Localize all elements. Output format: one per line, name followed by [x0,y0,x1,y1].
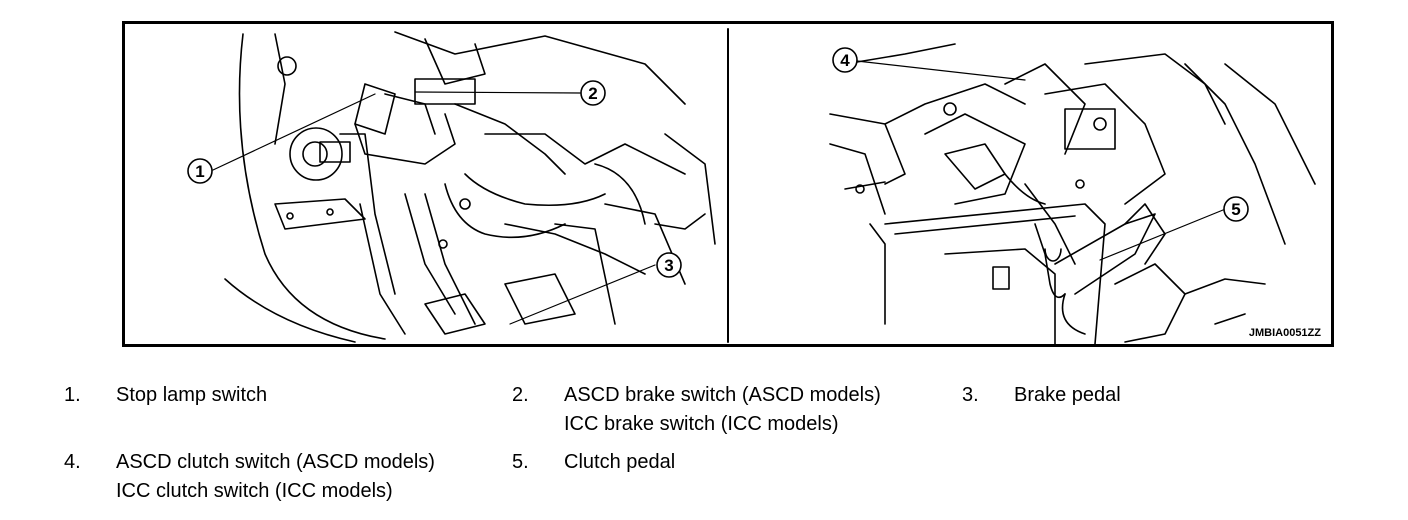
svg-text:1: 1 [195,162,204,181]
callout-2: 2 [580,80,606,106]
callout-5: 5 [1223,196,1249,222]
callout-4: 4 [832,47,858,73]
right-panel-illustration [829,43,1316,344]
legend-text: ICC brake switch (ICC models) [564,413,839,435]
diagram-drawing [212,28,1316,344]
diagram-figure: 1 2 3 4 5 JMBIA0051ZZ [122,21,1334,347]
callout-3: 3 [656,252,682,278]
legend-text: Brake pedal [1014,384,1121,406]
callout-1: 1 [187,158,213,184]
legend-number: 2. [512,384,529,406]
legend-text: ASCD clutch switch (ASCD models) [116,451,435,473]
callout-leaders [212,60,1224,325]
legend-text: ASCD brake switch (ASCD models) [564,384,881,406]
svg-text:4: 4 [840,51,850,70]
svg-text:3: 3 [664,256,673,275]
legend-text: Clutch pedal [564,451,676,473]
legend-number: 5. [512,451,529,473]
left-panel-illustration [224,31,716,343]
legend-text: ICC clutch switch (ICC models) [116,480,393,502]
figure-id-label: JMBIA0051ZZ [1248,327,1321,339]
svg-text:2: 2 [588,84,597,103]
legend-number: 1. [64,384,81,406]
legend-number: 4. [64,451,81,473]
legend-text: Stop lamp switch [116,384,268,406]
callout-markers: 1 2 3 4 5 [187,47,1249,278]
legend-number: 3. [962,384,979,406]
svg-text:5: 5 [1231,200,1240,219]
